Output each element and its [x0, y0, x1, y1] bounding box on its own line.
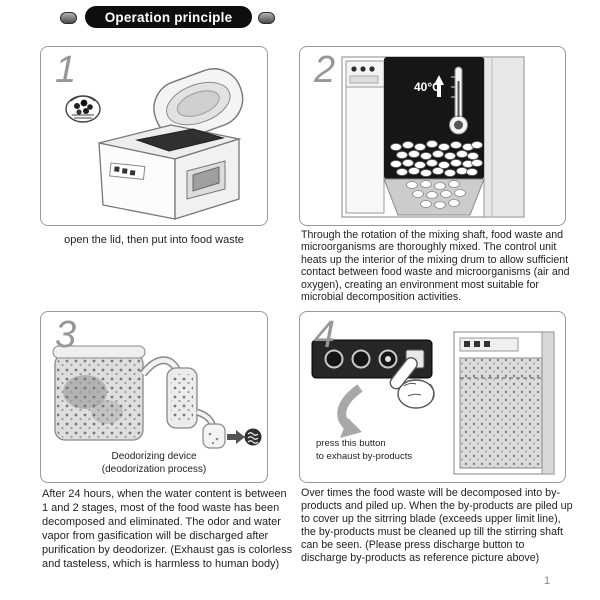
- page-header: Operation principle: [60, 6, 276, 30]
- deodorizing-device-label: Deodorizing device (deodorization proces…: [41, 450, 267, 476]
- temperature-label: 40°C: [414, 80, 441, 94]
- mixing-drum: [383, 178, 485, 216]
- step-4-illustration: [311, 331, 555, 475]
- press-button-note-line1: press this button: [316, 438, 386, 449]
- pressing-hand-icon: [389, 357, 435, 409]
- step-1-panel: 1: [40, 46, 268, 226]
- waste-container: [52, 345, 146, 441]
- page-number: 1: [544, 575, 551, 587]
- press-button-note: press this button to exhaust by-products: [316, 438, 412, 463]
- exhaust-arrow-icon: [227, 430, 245, 444]
- title-pill: Operation principle: [85, 6, 252, 28]
- header-capsule-icon-left: [60, 12, 77, 24]
- deodorizing-device-label-line2: (deodorization process): [101, 464, 207, 475]
- deodorizer-cylinder: [166, 367, 198, 429]
- panel-button-1: [324, 349, 344, 369]
- panel-button-2: [351, 349, 371, 369]
- step-1-illustration: [65, 68, 244, 220]
- press-button-note-line2: to exhaust by-products: [316, 450, 413, 462]
- thermometer-icon: [449, 66, 468, 135]
- step-2-caption: Through the rotation of the mixing shaft…: [301, 229, 570, 303]
- step-3-number: 3: [55, 314, 77, 356]
- composter-body: [98, 124, 242, 220]
- step-3-illustration: [52, 345, 262, 449]
- step-2-illustration: 40°C: [341, 56, 525, 218]
- open-lid-icon: [153, 68, 244, 140]
- step-3-caption: After 24 hours, when the water content i…: [42, 488, 293, 570]
- step-2-number: 2: [314, 49, 336, 91]
- machine-with-byproducts: [453, 331, 555, 475]
- waste-beans: [390, 140, 483, 177]
- step-2-panel: 2: [299, 46, 566, 226]
- step-4-caption: Over times the food waste will be decomp…: [301, 487, 573, 565]
- deodorizing-device-label-line1: Deodorizing device: [111, 451, 197, 462]
- step-1-number: 1: [55, 49, 77, 91]
- step-1-caption: open the lid, then put into food waste: [64, 234, 244, 246]
- collection-flask: [202, 423, 226, 449]
- exhaust-gas-icon: [244, 428, 262, 446]
- step-4-panel: 4: [299, 311, 566, 483]
- page-title: Operation principle: [104, 9, 233, 25]
- food-waste-basket-icon: [65, 95, 101, 123]
- step-4-number: 4: [314, 314, 336, 356]
- curved-arrow-icon: [337, 384, 363, 438]
- up-arrow-icon: [434, 75, 444, 97]
- header-capsule-icon-right: [258, 12, 275, 24]
- step-3-panel: 3: [40, 311, 268, 483]
